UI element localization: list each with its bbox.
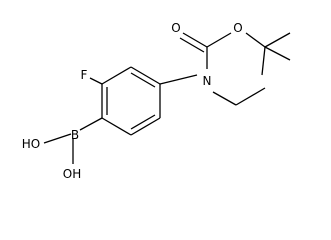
c-b-bond [79,117,103,131]
tbu-methyl-2-bond [264,46,291,61]
carbonyl-double-bond-b [179,37,205,53]
hydroxyl-label-1: HO [22,137,40,151]
carbonyl-oxygen-label: O [171,21,180,35]
molecule-canvas: O O N F B HO OH [22,21,291,181]
ring-bond-4-inner [130,114,156,130]
tbu-methyl-3-bond [261,46,266,76]
molecule-structure: O O N F B HO OH [22,21,291,181]
carbonyl-double-bond-a [182,32,208,48]
ring-bond-4 [130,117,161,136]
ring-bond-3 [101,117,132,136]
ester-oxygen-label: O [233,21,242,35]
n-ch2-bond [212,91,237,106]
fluorine-label: F [81,68,88,82]
b-oh1-bond [43,133,72,144]
boron-label: B [71,128,79,142]
carbonyl-ester-o-bond [206,32,232,48]
ch2-ch3-bond [235,87,266,106]
hydroxyl-label-2: OH [63,167,81,181]
c-n-bond [159,74,198,85]
tbu-methyl-1-bond [264,32,291,48]
ring-bond-6-inner [130,72,156,88]
ring-bond-1 [101,66,132,85]
ester-o-quaternary-c-bond [245,32,266,48]
c-f-bond [89,77,103,85]
ring-bond-6 [130,66,161,85]
nitrogen-label: N [203,74,212,88]
